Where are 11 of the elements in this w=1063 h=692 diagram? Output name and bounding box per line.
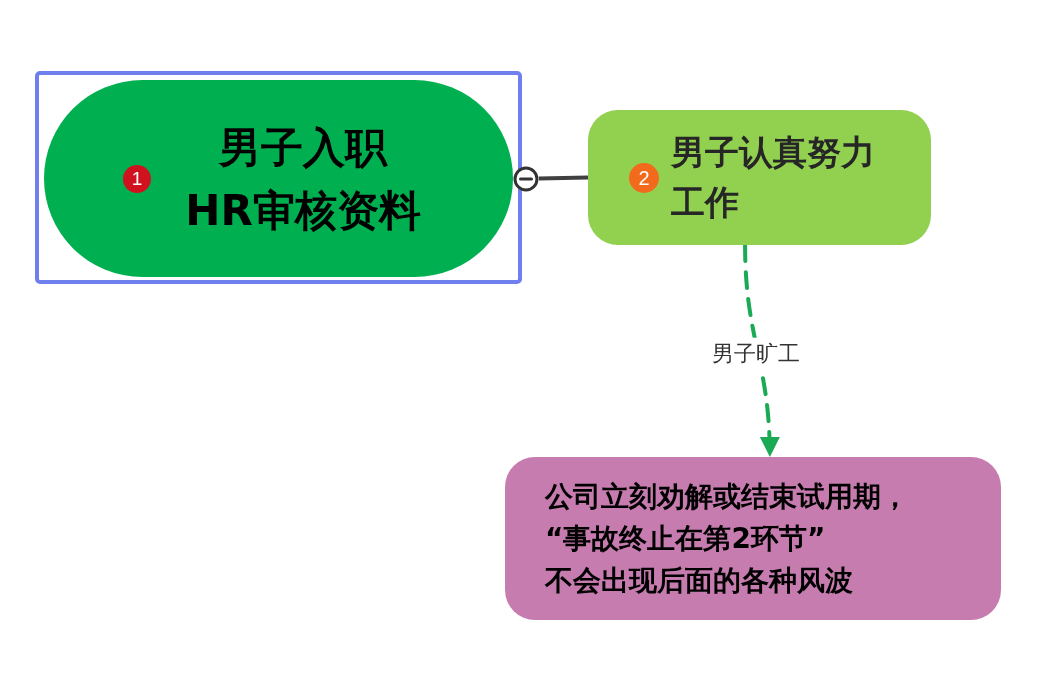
result-box (505, 457, 1001, 620)
process-box (588, 110, 931, 245)
connector-line (538, 175, 589, 181)
dashed-arrow (743, 243, 780, 459)
node-text: “事故终止在第2环节” (545, 520, 826, 557)
number-badge: 1 (123, 164, 151, 193)
node-text: 男子入职 HR审核资料 (184, 121, 422, 237)
node-text: 不会出现后面的各种风波 (545, 562, 853, 599)
node-text: 男子认真努力工作 (671, 131, 876, 224)
number-badge: 2 (629, 162, 659, 193)
node-text: 公司立刻劝解或结束试用期， (545, 478, 909, 515)
